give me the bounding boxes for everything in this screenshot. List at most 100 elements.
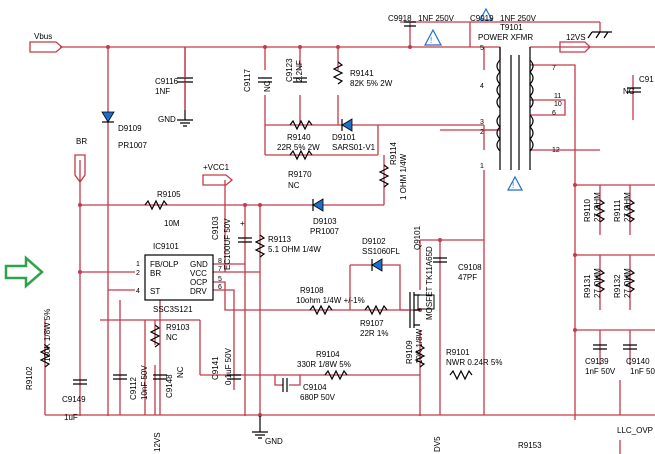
capacitor-c9112: C9112 10nF 50V — [113, 365, 149, 400]
capacitor-c9918: C9918 1NF 250V — [388, 14, 455, 27]
capacitor-c9148: C9148 NC — [153, 366, 185, 398]
component-ref: R9104 — [316, 350, 340, 359]
component-value: 22R 1% — [360, 329, 388, 338]
ic-ic9101: IC9101 SSC3S121 FB/OLP BR ST GND VCC OCP… — [136, 242, 222, 314]
transformer-pin: 11 — [554, 93, 561, 100]
capacitor-c9117: C9117 NC — [243, 68, 272, 92]
component-value: 680P 50V — [300, 393, 336, 402]
ic-pin-number: 5 — [218, 276, 222, 283]
transformer-pin: 1 — [480, 163, 484, 170]
component-value: 27 OHM — [593, 192, 602, 222]
component-value: MOSFET TK11A65D — [425, 246, 434, 320]
gnd-bottom-label: GND — [265, 437, 283, 446]
resistor-r9104: R9104 330R 1/8W 5% — [297, 350, 351, 381]
component-ref: C9108 — [458, 263, 482, 272]
net-vbus-flag: Vbus — [29, 32, 64, 53]
component-value: 1nF 50V — [585, 367, 616, 376]
ic-pin-number: 2 — [136, 270, 140, 277]
component-ref: R9113 — [268, 235, 292, 244]
capacitor-c9116: C9116 1NF — [155, 47, 193, 110]
resistor-r9101: R9101 NWR 0.24R 5% — [446, 348, 502, 381]
component-ref: R9109 — [405, 340, 414, 364]
component-ref: C9140 — [626, 357, 650, 366]
component-value: 0.1uF 50V — [224, 347, 233, 385]
component-value: NC — [263, 80, 272, 92]
component-value: 1nF 50 — [630, 367, 655, 376]
ic-ref: IC9101 — [153, 242, 179, 251]
capacitor-c9103: C9103 EC100UF 50V + — [211, 216, 252, 270]
capacitor-c9919: C9919 1NF 250V — [470, 14, 537, 23]
transformer-pin: 4 — [480, 83, 484, 90]
component-ref: R9140 — [287, 133, 311, 142]
component-value: 27 OHM — [623, 268, 632, 298]
component-value: 10M — [164, 219, 180, 228]
net-vcc1-flag: +VCC1 — [202, 163, 234, 186]
component-value: NC — [288, 181, 300, 190]
net-br-label: BR — [76, 137, 87, 146]
component-ref: C9918 — [388, 14, 412, 23]
transformer-pin: 12 — [552, 147, 560, 154]
transformer-pin: 5 — [480, 45, 484, 52]
ic-pin-label: GND — [190, 260, 208, 269]
resistor-r9140: R9140 22R 5% 2W — [277, 119, 320, 152]
component-ref: C9117 — [243, 68, 252, 92]
component-value: NWR 0.24R 5% — [446, 358, 502, 367]
ic-pin-label: VCC — [190, 269, 207, 278]
resistor-r9108: R9108 10ohm 1/4W +/-1% — [296, 286, 365, 316]
component-ref: C9112 — [129, 376, 138, 400]
capacitor-c91-partial: C91 NC — [623, 75, 654, 96]
component-ref: C9116 — [155, 77, 179, 86]
ic-pin-label: DRV — [190, 287, 207, 296]
component-value: 1uF — [64, 413, 78, 422]
component-value: 330R 1/8W 5% — [297, 360, 351, 369]
component-ref: D9103 — [313, 217, 337, 226]
component-value: 27 OHM — [623, 192, 632, 222]
component-value: 22R 5% 2W — [277, 143, 320, 152]
transformer-pin: 7 — [552, 65, 556, 72]
ic-pin-label: OCP — [190, 278, 207, 287]
transformer-pin: 10 — [554, 101, 562, 108]
component-value: 1NF 250V — [500, 14, 537, 23]
component-ref: R9141 — [350, 69, 374, 78]
resistor-r9103: R9103 NC — [149, 323, 190, 348]
svg-text:+: + — [240, 219, 245, 228]
ic-pin-label: BR — [150, 269, 161, 278]
resistor-r9131: R9131 27 OHM — [583, 268, 606, 298]
capacitor-c9141: C9141 0.1uF 50V — [211, 347, 241, 385]
component-ref: R9108 — [300, 286, 324, 295]
capacitor-c9104: C9104 680P 50V — [274, 375, 336, 402]
component-ref: R9103 — [166, 323, 190, 332]
component-value: 1NF 250V — [418, 14, 455, 23]
net-12vs-bottom-label: 12VS — [153, 432, 162, 452]
diode-d9109: D9109 PR1007 — [101, 111, 147, 150]
transformer-ref: T9101 — [500, 23, 523, 32]
resistor-r9110: R9110 27 OHM — [583, 192, 606, 223]
component-ref: D9101 — [332, 133, 356, 142]
component-ref: R9114 — [389, 141, 398, 165]
component-value: 1NF — [155, 87, 170, 96]
mosfet-q9101: Q9101 MOSFET TK11A65D — [400, 225, 435, 328]
component-value: EC100UF 50V — [223, 218, 232, 270]
component-value: 27 OHM — [593, 268, 602, 298]
component-ref: C9123 — [285, 58, 294, 82]
resistor-r9132: R9132 27 OHM — [613, 268, 636, 298]
component-ref: R9170 — [288, 170, 312, 179]
net-12vs-label: 12VS — [566, 33, 586, 42]
component-value: NC — [623, 87, 635, 96]
ic-part: SSC3S121 — [153, 305, 193, 314]
net-br-flag: BR — [74, 137, 87, 184]
component-value: PR1007 — [118, 141, 147, 150]
component-value: 10K 1/8W — [415, 328, 424, 364]
net-llc-ovp-label: LLC_OVP — [617, 426, 653, 435]
component-ref: C9139 — [585, 357, 609, 366]
resistor-r9111: R9111 27 OHM — [613, 192, 636, 223]
chassis-gnd-symbol — [587, 31, 612, 39]
resistor-r9109: R9109 10K 1/8W — [405, 328, 426, 368]
component-value: 5.1 OHM 1/4W — [268, 245, 321, 254]
ic-pin-number: 7 — [218, 266, 222, 273]
component-value: 10ohm 1/4W +/-1% — [296, 296, 365, 305]
component-ref: R9102 — [25, 366, 34, 390]
diode-d9103: D9103 PR1007 — [310, 198, 339, 236]
component-value: 2.2NF — [295, 60, 304, 82]
